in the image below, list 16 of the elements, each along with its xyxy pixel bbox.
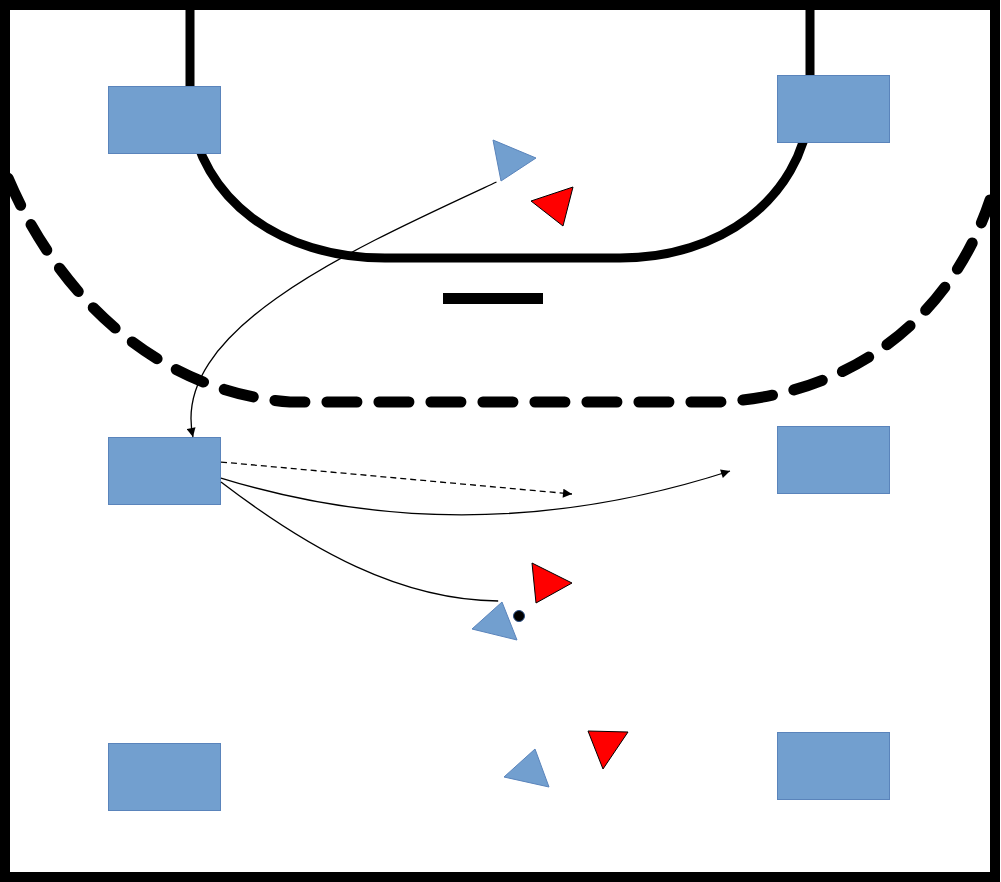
- player-triangle: [492, 139, 537, 182]
- curved-line: [220, 481, 499, 602]
- field-marker: [777, 732, 890, 800]
- field-marker: [108, 86, 221, 154]
- player-triangle: [471, 601, 518, 641]
- player-triangle: [531, 562, 573, 604]
- field-marker: [108, 743, 221, 811]
- player-triangle: [503, 748, 550, 788]
- field-marker: [777, 426, 890, 494]
- player-triangle: [587, 730, 629, 770]
- curved-arrow: [220, 469, 731, 516]
- field-marker: [777, 75, 890, 143]
- curved-arrow: [187, 181, 498, 438]
- field-marker: [108, 437, 221, 505]
- dashed-arrow: [220, 461, 573, 498]
- player-triangle: [530, 186, 574, 227]
